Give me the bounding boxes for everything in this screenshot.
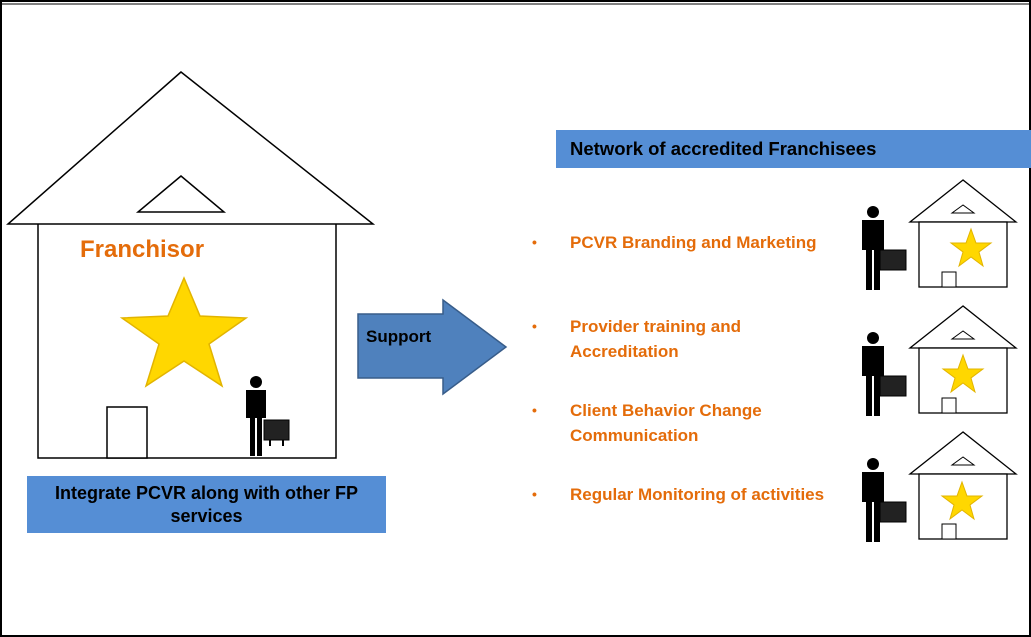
- bullet-marker: •: [532, 234, 537, 250]
- franchisee-house-icon: [908, 431, 1018, 540]
- franchisee-businessman-icon: [862, 458, 907, 542]
- franchisee-star-icon: [949, 227, 993, 268]
- bullet-marker: •: [532, 318, 537, 334]
- bullet-text: Client Behavior Change Communication: [570, 401, 762, 445]
- bullet-item: • PCVR Branding and Marketing: [528, 230, 848, 255]
- franchisee-house-icon: [908, 179, 1018, 288]
- support-label: Support: [366, 327, 432, 346]
- franchisee-star-icon: [941, 353, 985, 394]
- bullet-item: • Provider training and Accreditation: [528, 314, 848, 364]
- franchisor-house-icon: [6, 71, 376, 459]
- franchisee-star-icon: [940, 480, 984, 521]
- franchisor-caption: Integrate PCVR along with other FP servi…: [27, 476, 386, 533]
- franchisee-2: [862, 305, 1018, 416]
- bullet-text: Regular Monitoring of activities: [570, 485, 825, 504]
- franchisee-1: [862, 179, 1018, 290]
- franchisor-door: [106, 406, 148, 459]
- bullet-marker: •: [532, 402, 537, 418]
- franchisor-star-icon: [119, 276, 249, 388]
- bullet-text: Provider training and Accreditation: [570, 317, 741, 361]
- franchisor-title: Franchisor: [80, 236, 205, 263]
- bullet-item: • Regular Monitoring of activities: [528, 482, 848, 507]
- network-title: Network of accredited Franchisees: [556, 130, 1031, 168]
- franchisee-3: [862, 431, 1018, 542]
- bullet-marker: •: [532, 486, 537, 502]
- franchisee-businessman-icon: [862, 332, 907, 416]
- franchisee-businessman-icon: [862, 206, 907, 290]
- support-arrow-icon: [357, 298, 508, 396]
- bullet-text: PCVR Branding and Marketing: [570, 233, 817, 252]
- franchisor-businessman-icon: [246, 376, 290, 456]
- bullet-item: • Client Behavior Change Communication: [528, 398, 848, 448]
